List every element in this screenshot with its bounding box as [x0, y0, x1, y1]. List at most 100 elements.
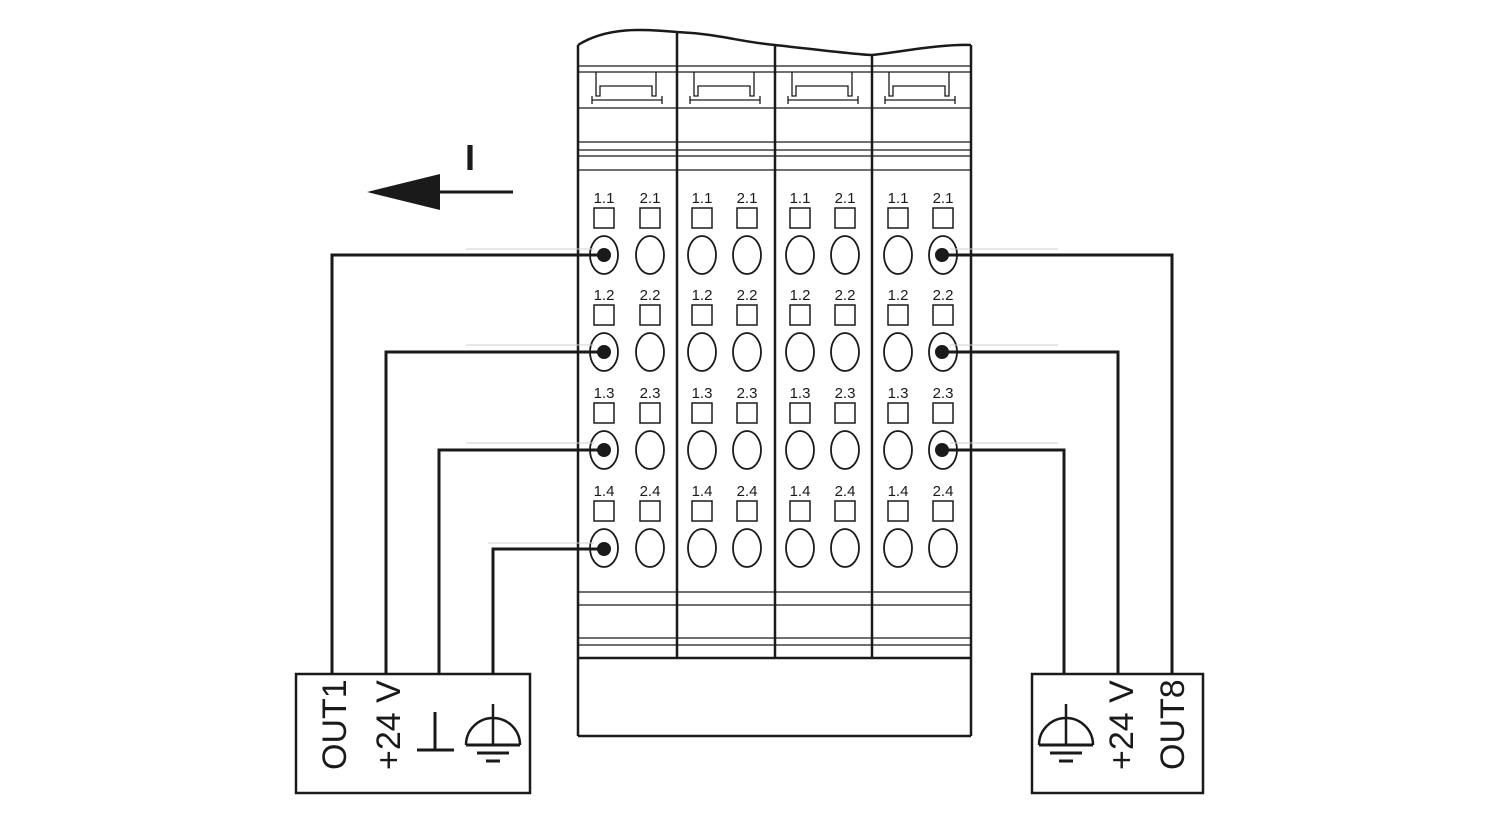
test-point [834, 304, 856, 326]
spring-opening [732, 430, 762, 470]
left-24v-label: +24 V [370, 680, 408, 770]
test-point [691, 402, 713, 424]
channel-label: 1.4 [888, 483, 909, 500]
spring-opening [785, 235, 815, 275]
test-point [789, 304, 811, 326]
channel-label: 1.3 [888, 385, 909, 402]
spring-opening [830, 332, 860, 372]
terminal-points: 1.1 2.1 1.1 2.1 1.1 2.1 1.1 2.1 1.2 2.2 1.2 2.2 1.2 2… [589, 190, 958, 568]
wire-24v-left [384, 350, 604, 674]
test-point [834, 500, 856, 522]
test-point [639, 500, 661, 522]
spring-opening [785, 528, 815, 568]
channel-label: 2.3 [835, 385, 856, 402]
channel-label: 1.3 [790, 385, 811, 402]
test-point [639, 304, 661, 326]
channel-label: 2.2 [640, 287, 661, 304]
channel-label: 1.2 [692, 287, 713, 304]
test-point [736, 207, 758, 229]
channel-label: 1.4 [692, 483, 713, 500]
spring-opening [635, 235, 665, 275]
channel-label: 2.1 [835, 190, 856, 207]
spring-opening [635, 528, 665, 568]
current-label: I [465, 137, 475, 178]
spring-opening [883, 332, 913, 372]
channel-label: 2.1 [933, 190, 954, 207]
spring-opening [785, 332, 815, 372]
channel-label: 1.2 [790, 287, 811, 304]
test-point [834, 207, 856, 229]
spring-opening [635, 332, 665, 372]
wire-24v-right [942, 350, 1120, 674]
wire-earth-right [942, 448, 1066, 674]
spring-opening [830, 235, 860, 275]
protective-earth-icon [1037, 704, 1095, 763]
terminal-module [576, 28, 973, 738]
test-point [691, 500, 713, 522]
spring-opening [830, 528, 860, 568]
right-device: +24 V OUT8 [1030, 672, 1205, 795]
test-point [887, 402, 909, 424]
spring-opening [883, 235, 913, 275]
left-device: OUT1 +24 V [294, 672, 532, 795]
spring-opening [687, 430, 717, 470]
test-point [887, 207, 909, 229]
test-point [887, 304, 909, 326]
channel-label: 1.2 [594, 287, 615, 304]
test-point [593, 304, 615, 326]
wire-out8 [942, 253, 1174, 674]
channel-label: 2.1 [640, 190, 661, 207]
channel-label: 2.3 [933, 385, 954, 402]
channel-label: 2.2 [737, 287, 758, 304]
channel-label: 1.1 [888, 190, 909, 207]
test-point [639, 402, 661, 424]
current-direction-arrow: I [367, 137, 513, 210]
test-point [789, 207, 811, 229]
wire-out1 [330, 253, 604, 674]
channel-label: 1.3 [594, 385, 615, 402]
test-point [639, 207, 661, 229]
channel-label: 2.3 [640, 385, 661, 402]
channel-label: 2.2 [933, 287, 954, 304]
test-point [932, 500, 954, 522]
spring-opening [732, 528, 762, 568]
wire-earth-left [491, 547, 604, 674]
test-point [834, 402, 856, 424]
left-out1-label: OUT1 [316, 679, 354, 770]
channel-label: 1.3 [692, 385, 713, 402]
spring-opening [928, 528, 958, 568]
test-point [593, 207, 615, 229]
channel-label: 2.3 [737, 385, 758, 402]
wire-ground-left [437, 448, 604, 674]
channel-label: 2.4 [835, 483, 856, 500]
spring-opening [883, 528, 913, 568]
test-point [932, 304, 954, 326]
spring-opening [883, 430, 913, 470]
channel-label: 1.1 [692, 190, 713, 207]
right-out8-label: OUT8 [1154, 679, 1192, 770]
test-point [593, 402, 615, 424]
channel-label: 1.1 [790, 190, 811, 207]
test-point [736, 402, 758, 424]
spring-opening [785, 430, 815, 470]
spring-opening [635, 430, 665, 470]
channel-label: 1.4 [594, 483, 615, 500]
test-point [932, 402, 954, 424]
wires [330, 248, 1174, 674]
channel-label: 2.2 [835, 287, 856, 304]
channel-label: 1.1 [594, 190, 615, 207]
test-point [691, 304, 713, 326]
spring-opening [687, 235, 717, 275]
channel-label: 1.2 [888, 287, 909, 304]
channel-label: 1.4 [790, 483, 811, 500]
spring-opening [732, 332, 762, 372]
test-point [736, 304, 758, 326]
spring-opening [687, 528, 717, 568]
spring-opening [732, 235, 762, 275]
channel-label: 2.4 [640, 483, 661, 500]
channel-label: 2.1 [737, 190, 758, 207]
test-point [887, 500, 909, 522]
test-point [593, 500, 615, 522]
spring-opening [830, 430, 860, 470]
